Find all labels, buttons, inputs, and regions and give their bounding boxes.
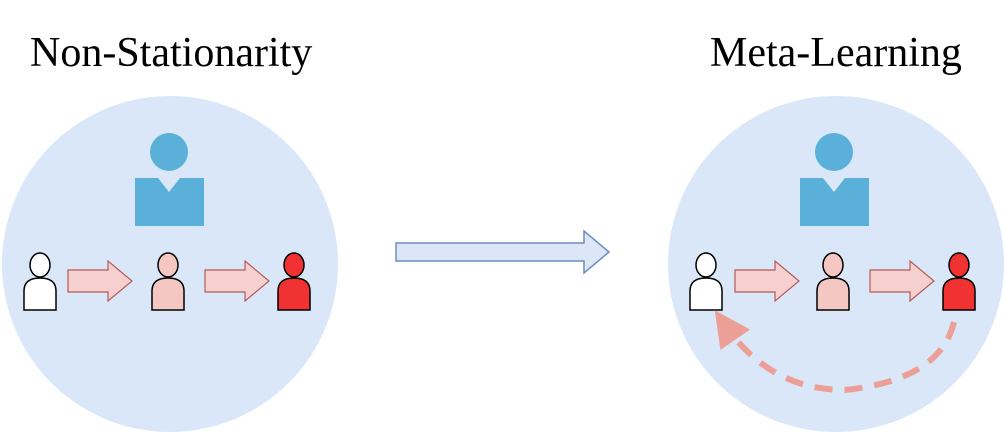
dashed-curved-arrow-icon bbox=[714, 310, 957, 394]
right-panel bbox=[668, 96, 1004, 432]
transition-arrow-icon bbox=[734, 259, 800, 303]
left-panel bbox=[2, 96, 338, 432]
transition-arrow-icon bbox=[67, 259, 133, 303]
agent-icon bbox=[135, 133, 204, 226]
transition-arrow-icon bbox=[204, 259, 270, 303]
non-stationarity-title: Non-Stationarity bbox=[30, 30, 313, 76]
transform-arrow-icon bbox=[395, 229, 611, 275]
transition-arrow-icon bbox=[869, 259, 935, 303]
meta-learning-title: Meta-Learning bbox=[710, 30, 962, 76]
agent-icon bbox=[800, 133, 869, 226]
